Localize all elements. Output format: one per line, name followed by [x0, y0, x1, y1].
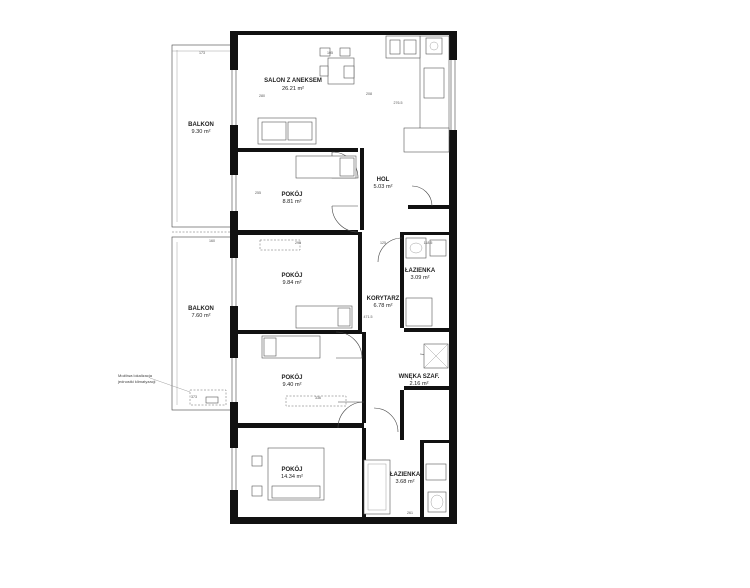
svg-text:276.5: 276.5 [394, 101, 403, 105]
svg-text:3.09 m²: 3.09 m² [411, 275, 430, 281]
svg-text:POKÓJ: POKÓJ [281, 465, 302, 473]
svg-text:14.34 m²: 14.34 m² [281, 474, 303, 480]
ac-unit-location [149, 377, 227, 406]
svg-text:105: 105 [327, 51, 333, 55]
svg-text:7.60 m²: 7.60 m² [192, 313, 211, 319]
dimension-labels: 173 105 160 373 280 295 125 118.5 336 25… [191, 51, 432, 515]
svg-text:118.5: 118.5 [424, 241, 433, 245]
svg-text:jednostki klimatyzacji: jednostki klimatyzacji [117, 379, 155, 384]
room-label-balkon-1: BALKON 9.30 m² [188, 122, 214, 135]
svg-text:373: 373 [191, 395, 197, 399]
room-label-pokoj-4: POKÓJ 14.34 m² [281, 465, 303, 480]
svg-text:5.03 m²: 5.03 m² [374, 184, 393, 190]
room-label-pokoj-2: POKÓJ 9.84 m² [281, 271, 302, 286]
svg-text:280: 280 [259, 94, 265, 98]
balcony-outline [171, 44, 232, 411]
svg-text:160: 160 [209, 239, 215, 243]
room-label-wneka: WNĘKA SZAF. 2.16 m² [399, 374, 440, 387]
room-label-pokoj-1: POKÓJ 8.81 m² [281, 190, 302, 205]
room-label-hol: HOL 5.03 m² [374, 177, 393, 190]
svg-text:471.5: 471.5 [364, 315, 373, 319]
svg-text:6.78 m²: 6.78 m² [374, 303, 393, 309]
svg-text:295: 295 [295, 241, 301, 245]
room-label-salon: SALON Z ANEKSEM 26.21 m² [264, 78, 322, 92]
svg-text:SALON Z ANEKSEM: SALON Z ANEKSEM [264, 78, 322, 84]
svg-text:WNĘKA SZAF.: WNĘKA SZAF. [399, 374, 440, 380]
svg-text:BALKON: BALKON [188, 306, 214, 312]
room-label-lazienka-1: ŁAZIENKA 3.09 m² [405, 268, 436, 281]
svg-text:208: 208 [366, 92, 372, 96]
svg-text:BALKON: BALKON [188, 122, 214, 128]
svg-text:POKÓJ: POKÓJ [281, 373, 302, 381]
ac-annotation: Możliwa lokalizacja jednostki klimatyzac… [117, 373, 155, 384]
svg-text:ŁAZIENKA: ŁAZIENKA [390, 472, 421, 478]
windows [230, 60, 457, 490]
room-label-korytarz: KORYTARZ 6.78 m² [367, 296, 400, 309]
svg-text:POKÓJ: POKÓJ [281, 190, 302, 198]
svg-text:9.40 m²: 9.40 m² [283, 382, 302, 388]
svg-text:KORYTARZ: KORYTARZ [367, 296, 400, 302]
room-label-pokoj-3: POKÓJ 9.40 m² [281, 373, 302, 388]
svg-text:2.16 m²: 2.16 m² [410, 381, 429, 387]
svg-text:3.68 m²: 3.68 m² [396, 479, 415, 485]
svg-text:255: 255 [255, 191, 261, 195]
furniture [251, 35, 450, 515]
svg-text:125: 125 [380, 241, 386, 245]
svg-text:8.81 m²: 8.81 m² [283, 199, 302, 205]
room-label-balkon-2: BALKON 7.60 m² [188, 306, 214, 319]
svg-text:336: 336 [315, 396, 321, 400]
svg-text:173: 173 [199, 51, 205, 55]
room-label-lazienka-2: ŁAZIENKA 3.68 m² [390, 472, 421, 485]
svg-text:261: 261 [407, 511, 413, 515]
svg-text:9.84 m²: 9.84 m² [283, 280, 302, 286]
svg-text:9.30 m²: 9.30 m² [192, 129, 211, 135]
svg-text:26.21 m²: 26.21 m² [282, 86, 304, 92]
svg-text:HOL: HOL [377, 177, 390, 183]
svg-text:Możliwa lokalizacja: Możliwa lokalizacja [118, 373, 153, 378]
svg-text:ŁAZIENKA: ŁAZIENKA [405, 268, 436, 274]
svg-text:POKÓJ: POKÓJ [281, 271, 302, 279]
